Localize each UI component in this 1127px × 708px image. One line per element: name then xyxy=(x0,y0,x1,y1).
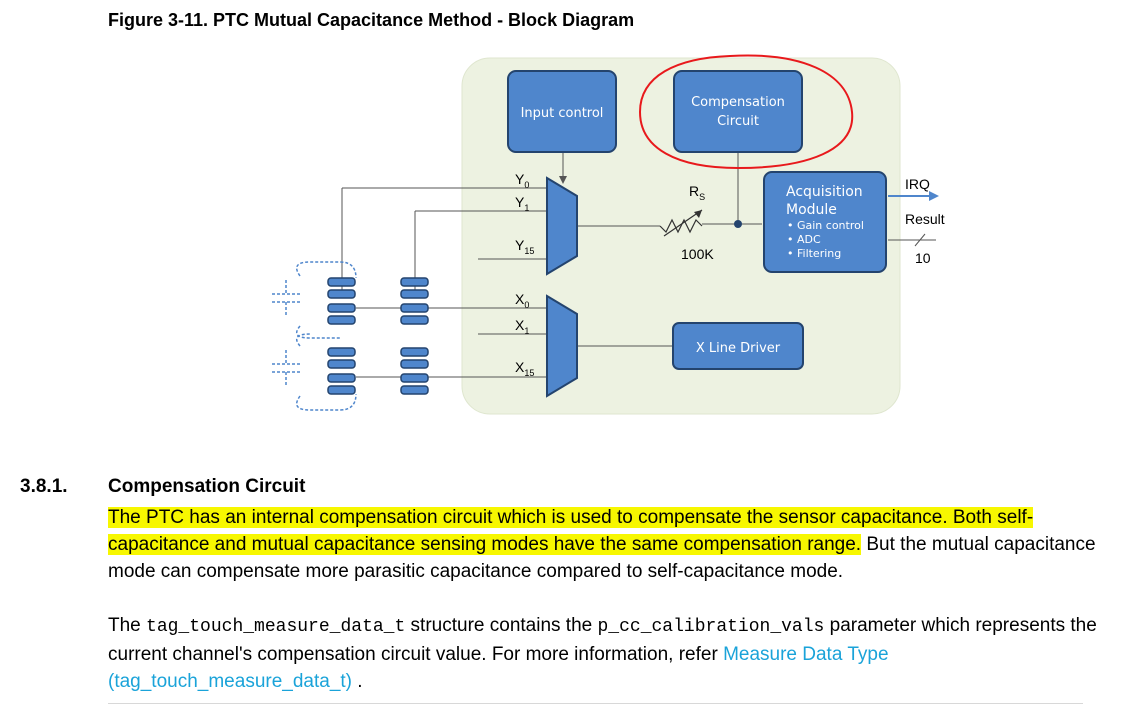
acquisition-label-2: Module xyxy=(786,202,837,218)
acq-bullet-filtering: • Filtering xyxy=(787,247,841,260)
code-param-name: p_cc_calibration_vals xyxy=(597,617,825,637)
section-number: 3.8.1. xyxy=(20,476,68,497)
y0-label: Y0 xyxy=(515,171,529,190)
code-struct-name: tag_touch_measure_data_t xyxy=(146,617,406,637)
x0-label: X0 xyxy=(515,291,529,310)
p2-text-a: The xyxy=(108,615,147,636)
block-diagram: Input control Compensation Circuit Acqui… xyxy=(272,54,945,415)
irq-arrow xyxy=(929,191,939,201)
section-title: Compensation Circuit xyxy=(108,476,306,497)
p2-text-b: structure contains the xyxy=(405,615,598,636)
red-annotation-circle xyxy=(638,54,854,170)
acq-bullet-adc: • ADC xyxy=(787,233,821,246)
result-label: Result xyxy=(905,211,945,227)
input-arrow xyxy=(559,176,567,184)
paragraph-1: The PTC has an internal compensation cir… xyxy=(108,504,1118,585)
bus-width-label: 10 xyxy=(915,250,931,266)
p2-text-c: parameter which represents the current c… xyxy=(108,615,1097,665)
sensor-electrodes xyxy=(272,261,429,411)
input-control-label: Input control xyxy=(521,106,604,121)
acquisition-module-block xyxy=(763,171,887,273)
x-line-driver-label: X Line Driver xyxy=(696,341,781,356)
resistor-value: 100K xyxy=(681,246,714,262)
rs-label: RS xyxy=(689,183,705,202)
compensation-circuit-block xyxy=(673,70,803,153)
x1-label: X1 xyxy=(515,317,529,336)
measure-data-type-link[interactable]: Measure Data Type (tag_touch_measure_dat… xyxy=(108,644,889,692)
compensation-label-2: Circuit xyxy=(717,114,759,129)
acquisition-label-1: Acquisition xyxy=(786,184,863,200)
y-multiplexer xyxy=(546,176,578,276)
resistor-variable-arrow xyxy=(663,209,703,237)
x-multiplexer xyxy=(546,294,578,398)
acq-bullet-gain: • Gain control xyxy=(787,219,864,232)
junction-dot xyxy=(734,220,742,228)
x-line-driver-block xyxy=(672,322,804,370)
resistor-icon xyxy=(659,218,703,234)
y15-label: Y15 xyxy=(515,237,534,256)
paragraph-1-rest: But the mutual capacitance mode can comp… xyxy=(108,534,1096,582)
figure-title: Figure 3-11. PTC Mutual Capacitance Meth… xyxy=(108,10,635,30)
input-control-block xyxy=(507,70,617,153)
x15-label: X15 xyxy=(515,359,534,378)
p2-text-d: . xyxy=(352,671,363,692)
compensation-label-1: Compensation xyxy=(691,95,785,110)
irq-label: IRQ xyxy=(905,176,930,192)
bottom-divider xyxy=(108,703,1083,704)
paragraph-2: The tag_touch_measure_data_t structure c… xyxy=(108,612,1118,695)
y1-label: Y1 xyxy=(515,194,529,213)
resistor-arrowhead-icon xyxy=(694,210,702,218)
